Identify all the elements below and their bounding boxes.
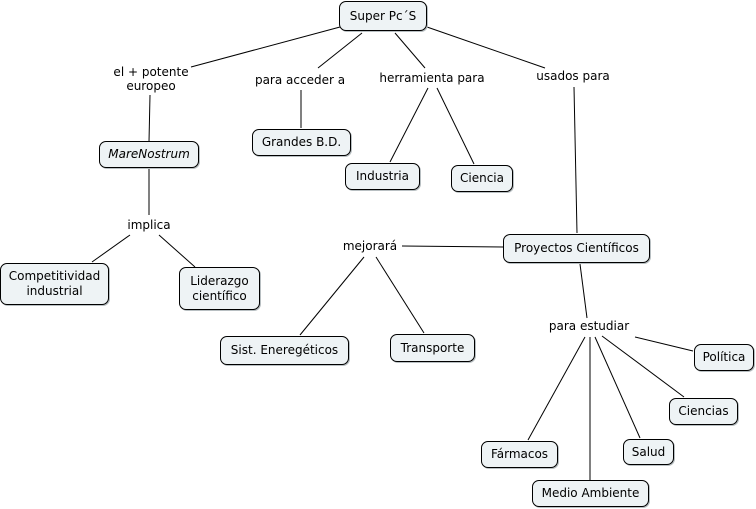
concept-node-liderazgo[interactable]: Liderazgo científico: [179, 267, 260, 310]
concept-label: Proyectos Científicos: [514, 241, 639, 255]
connector-line: [299, 256, 365, 336]
connector-line: [389, 87, 429, 163]
concept-label: MareNostrum: [108, 147, 190, 161]
concept-node-transporte[interactable]: Transporte: [390, 334, 475, 362]
connector-line: [394, 32, 426, 69]
connector-line: [375, 256, 425, 334]
concept-node-proyectos-cientificos[interactable]: Proyectos Científicos: [503, 234, 650, 263]
concept-node-ciencias[interactable]: Ciencias: [669, 398, 738, 425]
concept-label: Liderazgo científico: [190, 273, 249, 303]
concept-node-salud[interactable]: Salud: [623, 439, 674, 465]
concept-label: Ciencia: [460, 171, 504, 185]
concept-label: Medio Ambiente: [541, 486, 640, 500]
concept-node-ciencia[interactable]: Ciencia: [451, 165, 513, 192]
concept-node-super-pcs[interactable]: Super Pc´S: [339, 1, 427, 31]
linking-phrase-herramienta: herramienta para: [379, 71, 485, 85]
linking-phrase-mejorara: mejorará: [342, 239, 398, 253]
connector-line: [91, 234, 131, 263]
linking-phrase-para-acceder: para acceder a: [254, 73, 346, 87]
concept-node-marenostrum[interactable]: MareNostrum: [99, 141, 199, 168]
connector-line: [573, 86, 578, 234]
linking-phrase-usados: usados para: [536, 69, 610, 83]
connector-line: [158, 234, 196, 268]
concept-node-farmacos[interactable]: Fármacos: [481, 441, 558, 468]
concept-label: Sist. Eneregéticos: [230, 343, 339, 357]
concept-label: Ciencias: [678, 404, 729, 418]
concept-label: Super Pc´S: [349, 8, 417, 23]
concept-label: Transporte: [400, 340, 465, 355]
concept-node-competitividad[interactable]: Competitividad industrial: [0, 263, 109, 305]
connector-line: [190, 26, 341, 68]
concept-node-sist-energeticos[interactable]: Sist. Eneregéticos: [220, 336, 349, 365]
concept-label: Política: [702, 350, 746, 364]
connector-line: [579, 263, 588, 319]
concept-label: Salud: [631, 444, 666, 459]
connector-line: [436, 87, 475, 165]
concept-node-medio-ambiente[interactable]: Medio Ambiente: [532, 480, 649, 507]
concept-label: Fármacos: [490, 447, 549, 461]
connector-line: [601, 335, 685, 398]
concept-node-grandes-bd[interactable]: Grandes B.D.: [252, 129, 351, 156]
concept-label: Industria: [356, 169, 409, 183]
connector-line: [594, 336, 641, 439]
connector-line: [401, 245, 504, 248]
linking-phrase-el-potente: el + potente europeo: [113, 65, 189, 93]
concept-node-industria[interactable]: Industria: [345, 163, 420, 190]
connector-line: [317, 32, 363, 69]
concept-label: Grandes B.D.: [261, 135, 342, 149]
connector-line: [634, 336, 694, 352]
linking-phrase-implica: implica: [127, 218, 171, 232]
connector-line: [148, 94, 151, 143]
linking-phrase-para-estudiar: para estudiar: [548, 319, 630, 333]
connector-line: [527, 336, 586, 441]
concept-label: Competitividad industrial: [8, 269, 101, 298]
connector-line: [426, 26, 546, 69]
concept-node-politica[interactable]: Política: [694, 344, 754, 371]
